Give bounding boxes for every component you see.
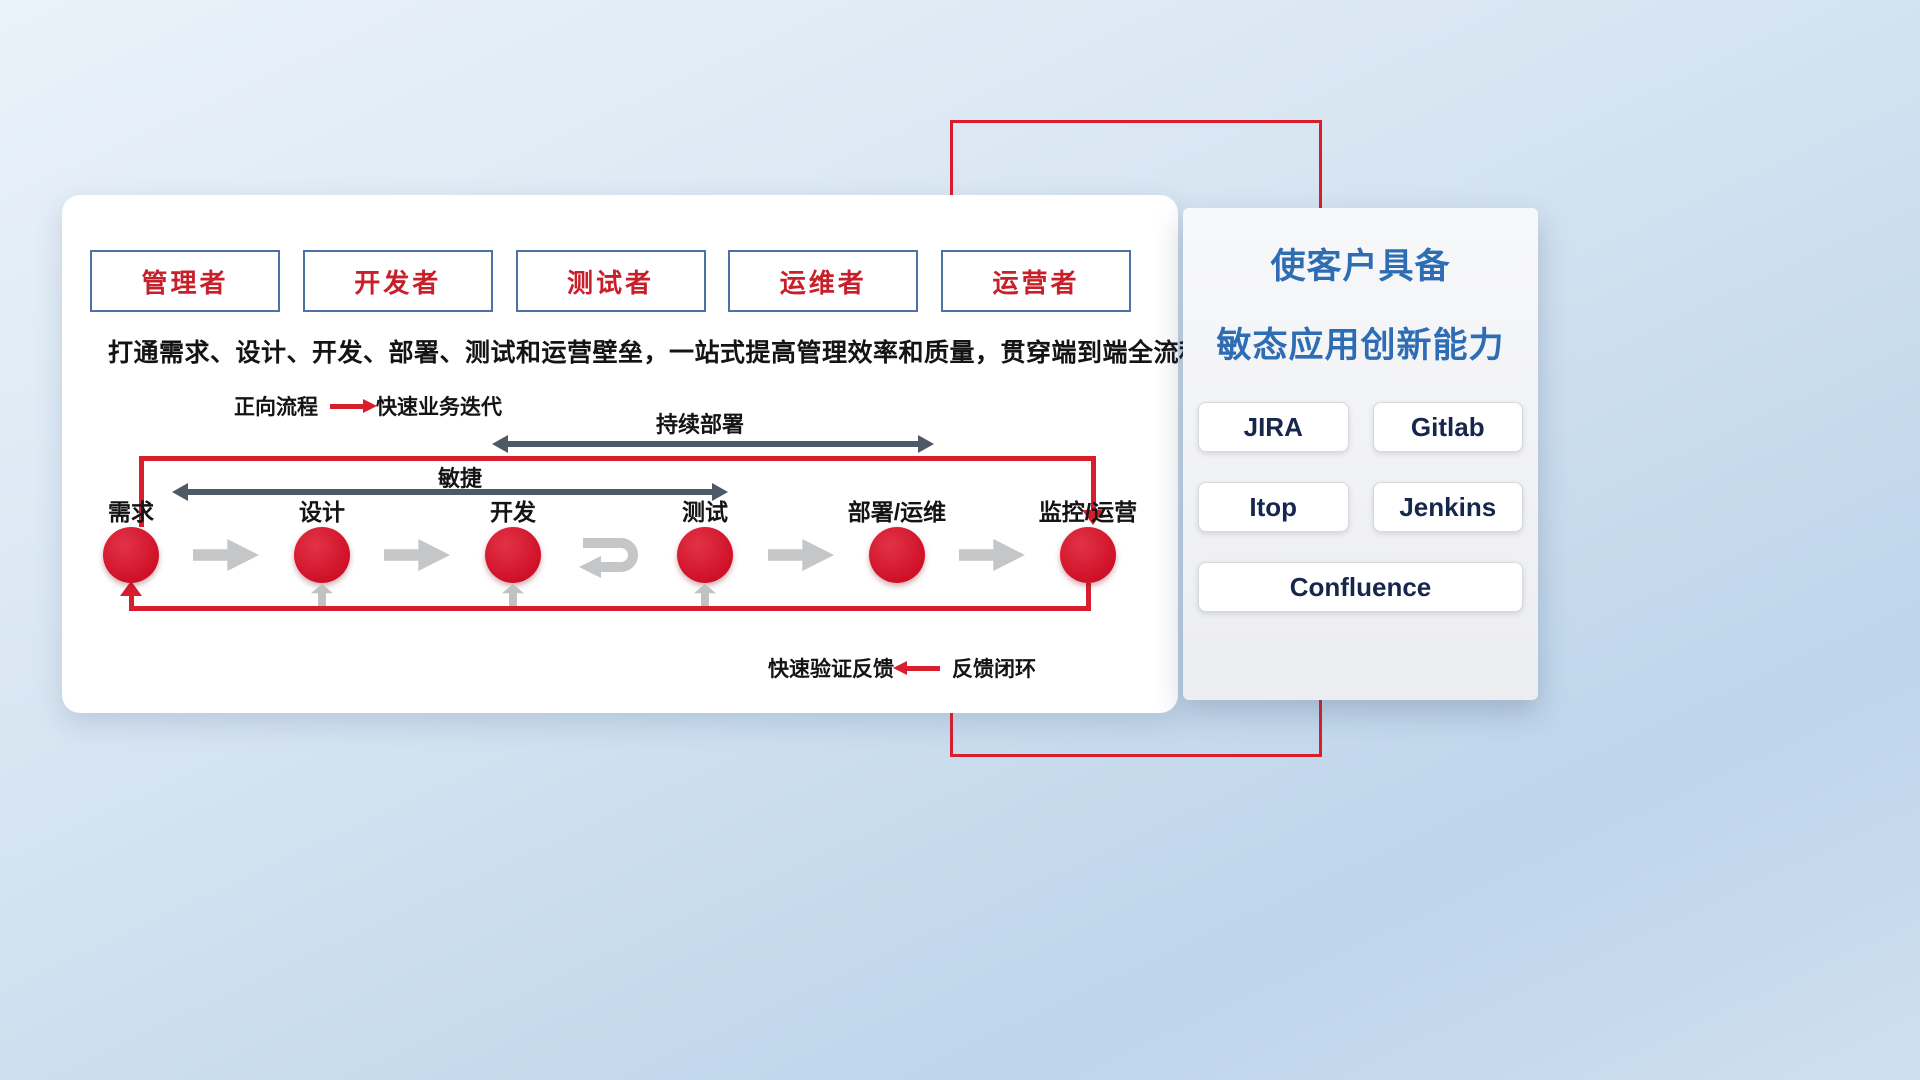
continuous-deployment-arrow [492,435,934,453]
panel-title-line1: 使客户具备 [1270,247,1451,286]
panel-title-line2: 敏态应用创新能力 [1216,326,1505,365]
flow-node-deploy-ops: 部署/运维 [827,499,967,583]
tool-gitlab: Gitlab [1372,402,1523,452]
forward-loop-arrowhead-icon [1082,510,1104,525]
flow-node-demand: 需求 [61,499,201,583]
capability-panel: 使客户具备 敏态应用创新能力 JIRA Gitlab Itop Jenkins … [1183,208,1538,700]
panel-title: 使客户具备 敏态应用创新能力 [1183,238,1538,368]
agile-arrow [172,483,728,501]
node-label: 开发 [490,499,536,525]
feedback-up-arrow-icon [502,584,524,606]
forward-step-arrow-icon [768,539,834,571]
role-box-operator: 运营者 [941,250,1131,312]
description-text: 打通需求、设计、开发、部署、测试和运营壁垒，一站式提高管理效率和质量，贯穿端到端… [108,339,1205,367]
legend-feedback: 快速验证反馈 反馈闭环 [768,653,1036,683]
role-label: 测试者 [566,267,654,298]
node-circle-icon [485,527,541,583]
feedback-arrow-icon [893,660,940,675]
feedback-loop-line [129,593,134,606]
node-label: 监控/运营 [1038,499,1138,525]
flow-node-develop: 开发 [443,499,583,583]
forward-loop-line [139,456,144,527]
role-row: 管理者 开发者 测试者 运维者 运营者 [90,250,1131,312]
agile-label: 敏捷 [437,466,482,491]
role-box-developer: 开发者 [302,250,493,312]
node-label: 设计 [299,499,345,525]
feedback-up-arrow-icon [311,584,333,606]
feedback-loop-line [1086,583,1091,606]
continuous-deployment-label: 持续部署 [655,412,744,437]
node-circle-icon [1060,527,1116,583]
forward-loop-line [139,456,1096,461]
iteration-loop-icon [579,538,638,578]
node-circle-icon [869,527,925,583]
node-circle-icon [294,527,350,583]
tool-jenkins: Jenkins [1372,482,1523,532]
role-label: 运维者 [779,267,867,298]
flow-node-design: 设计 [252,499,392,583]
legend-feedback-text: 反馈闭环 [952,658,1036,681]
forward-step-arrow-icon [959,539,1025,571]
role-label: 开发者 [354,267,442,298]
node-label: 测试 [682,499,728,525]
flow-node-monitor-ops: 监控/运营 [1018,499,1158,583]
role-box-manager: 管理者 [90,250,280,312]
legend-forward-label: 正向流程 [234,396,318,419]
tool-grid: JIRA Gitlab Itop Jenkins Confluence [1198,402,1523,612]
role-box-ops: 运维者 [728,250,919,312]
tool-confluence: Confluence [1198,562,1523,612]
legend-feedback-label: 快速验证反馈 [768,658,894,681]
node-circle-icon [677,527,733,583]
legend-forward: 正向流程 快速业务迭代 [234,391,502,421]
role-label: 运营者 [992,267,1080,298]
feedback-up-arrow-icon [694,584,716,606]
feedback-loop-arrowhead-icon [120,581,142,596]
tool-jira: JIRA [1198,402,1349,452]
tool-itop: Itop [1198,482,1349,532]
forward-step-arrow-icon [193,539,259,571]
node-label: 需求 [108,499,154,525]
role-box-tester: 测试者 [515,250,706,312]
node-label: 部署/运维 [847,499,947,525]
forward-step-arrow-icon [384,539,450,571]
legend-forward-text: 快速业务迭代 [376,396,502,419]
role-label: 管理者 [141,267,229,298]
forward-arrow-icon [330,398,377,413]
node-circle-icon [103,527,159,583]
main-card: 管理者 开发者 测试者 运维者 运营者 打通需求、设计、开发、部署、测试和运营壁… [61,195,1205,713]
forward-loop-line [1091,456,1096,511]
flow-node-test: 测试 [635,499,775,583]
feedback-loop-line [129,606,1091,611]
